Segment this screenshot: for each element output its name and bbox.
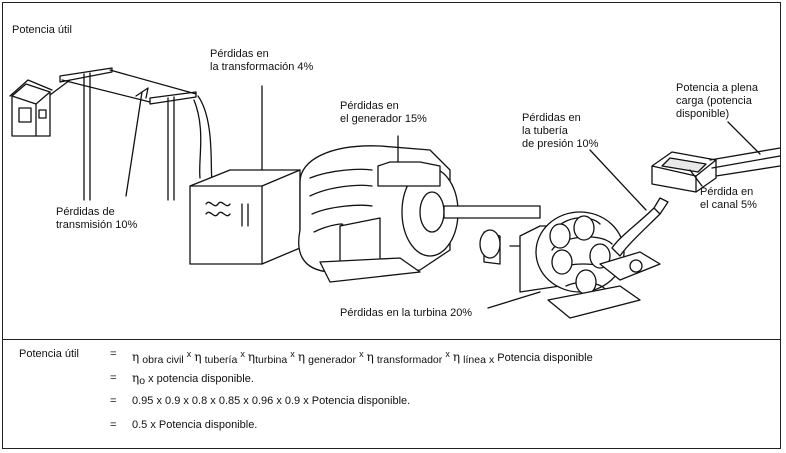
label-perdidas-generador: Pérdidas en el generador 15%	[340, 100, 427, 125]
equals-sign: =	[110, 395, 117, 407]
label-perdidas-transformacion: Pérdidas en la transformación 4%	[210, 48, 314, 73]
figure-divider	[2, 339, 781, 340]
eta-o-product: ηo x potencia disponible.	[132, 371, 254, 388]
result: 0.5 x Potencia disponible.	[132, 419, 258, 431]
turbine-illustration	[519, 211, 661, 319]
label-perdidas-tuberia: Pérdidas en la tubería de presión 10%	[522, 112, 599, 150]
equals-sign: =	[110, 372, 117, 384]
label-perdida-canal: Pérdida en el canal 5%	[700, 186, 757, 211]
penstock-illustration	[611, 197, 669, 257]
equals-sign: =	[110, 348, 117, 360]
equation-row-3: = 0.95 x 0.9 x 0.8 x 0.85 x 0.96 x 0.9 x…	[0, 395, 786, 411]
transmission-poles	[49, 67, 213, 201]
numeric-product: 0.95 x 0.9 x 0.8 x 0.85 x 0.96 x 0.9 x P…	[132, 395, 411, 407]
figure-frame	[2, 2, 781, 449]
shaft-coupling	[443, 205, 561, 265]
label-potencia-plena-carga: Potencia a plena carga (potencia disponi…	[676, 82, 758, 120]
equation-row-1: Potencia útil = η obra civil x η tubería…	[0, 348, 786, 366]
hydro-plant-illustration	[9, 67, 781, 319]
transformer-illustration	[189, 169, 301, 265]
label-perdidas-transmision: Pérdidas de transmisión 10%	[56, 206, 138, 231]
house-illustration	[9, 79, 53, 137]
equation-row-4: = 0.5 x Potencia disponible.	[0, 419, 786, 435]
label-perdidas-turbina: Pérdidas en la turbina 20%	[340, 307, 473, 319]
generator-illustration	[298, 145, 459, 283]
equals-sign: =	[110, 419, 117, 431]
equation-row-2: = ηo x potencia disponible.	[0, 372, 786, 388]
equation-lhs: Potencia útil	[19, 348, 79, 360]
label-potencia-util: Potencia útil	[12, 24, 72, 36]
efficiency-product: η obra civil x η tubería x ηturbina x η …	[132, 349, 593, 366]
forebay-canal	[651, 147, 781, 193]
